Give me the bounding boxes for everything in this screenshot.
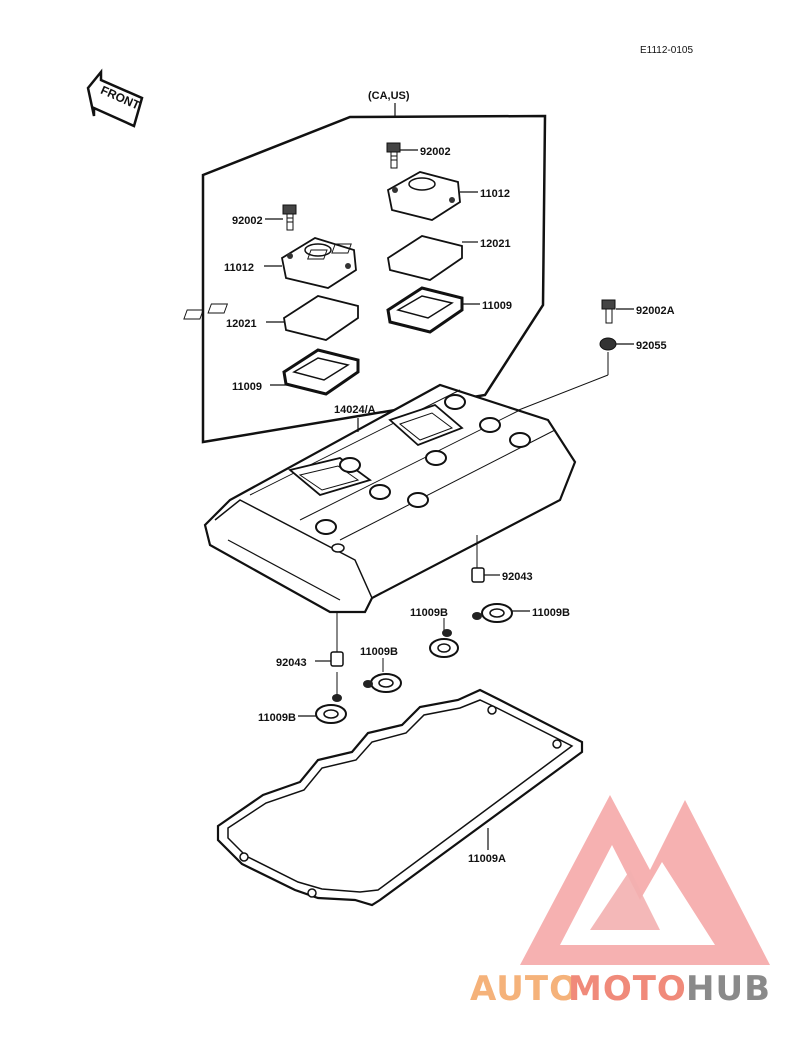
label-11009-left: 11009	[232, 381, 262, 393]
watermark-moto: MOTO	[568, 969, 687, 1009]
label-11009-right: 11009	[482, 300, 512, 312]
head-cover-gasket-11009a	[216, 688, 584, 907]
seal-11009b-left-a	[363, 673, 402, 693]
label-11009b-left-a: 11009B	[360, 646, 398, 658]
cylinder-head-cover-14024a	[203, 383, 577, 614]
bolt-92002-top	[386, 142, 401, 169]
label-14024a: 14024/A	[334, 404, 376, 416]
diagram-code: E1112-0105	[640, 45, 693, 56]
dowel-92043-left	[330, 651, 344, 667]
bolt-92002a	[601, 299, 616, 324]
front-arrow-icon: FRONT	[86, 68, 144, 128]
label-92055: 92055	[636, 340, 667, 352]
gasket-11009-left	[282, 348, 360, 396]
label-11012-top: 11012	[480, 188, 510, 200]
automotohub-logo-mark	[520, 795, 770, 965]
label-11012-left: 11012	[224, 262, 254, 274]
gasket-11009-right	[386, 286, 464, 334]
dowel-92043-right	[471, 567, 485, 583]
label-12021-left: 12021	[226, 318, 257, 330]
label-11009b-right-b: 11009B	[410, 607, 448, 619]
label-11009a: 11009A	[468, 853, 506, 865]
seal-11009b-right-b	[429, 629, 459, 658]
plate-12021-left	[183, 295, 359, 341]
cap-11012-top	[386, 171, 461, 221]
label-92002-left: 92002	[232, 215, 263, 227]
seal-11009b-right-a	[472, 603, 513, 623]
cap-11012-left	[280, 237, 357, 289]
seal-11009b-left-b	[315, 694, 347, 724]
label-12021-right: 12021	[480, 238, 511, 250]
washer-92055	[599, 337, 617, 351]
plate-12021-right	[307, 235, 463, 281]
bolt-92002-left	[282, 204, 297, 231]
region-label: (CA,US)	[368, 90, 410, 102]
watermark-auto: AUTO	[470, 969, 579, 1009]
label-92043-right: 92043	[502, 571, 533, 583]
label-11009b-right-a: 11009B	[532, 607, 570, 619]
label-11009b-left-b: 11009B	[258, 712, 296, 724]
label-92002-top: 92002	[420, 146, 451, 158]
label-92002a: 92002A	[636, 305, 675, 317]
label-92043-left: 92043	[276, 657, 307, 669]
region-box	[201, 114, 547, 444]
watermark-hub: HUB	[686, 969, 771, 1009]
